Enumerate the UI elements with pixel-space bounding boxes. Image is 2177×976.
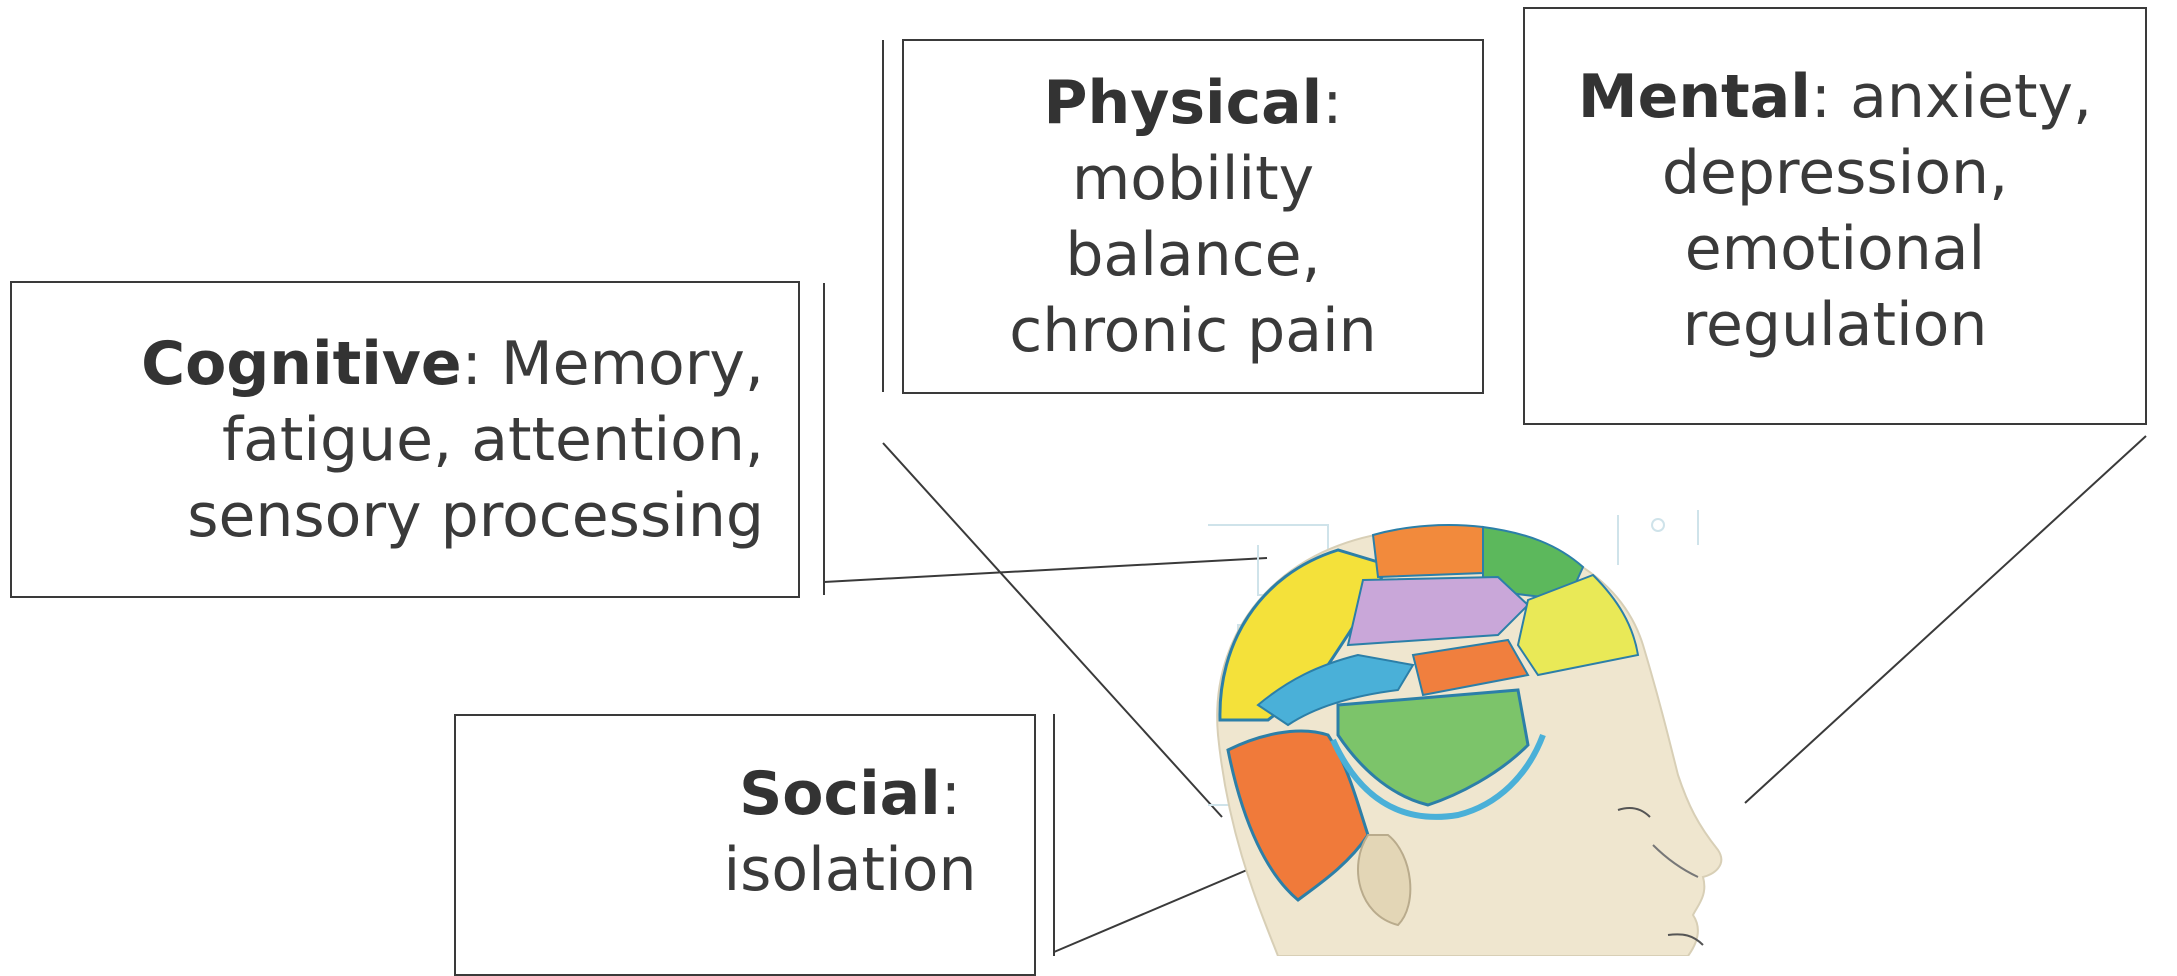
mental-connector-line (1744, 435, 2147, 804)
physical-box: Physical: mobility balance, chronic pain (902, 39, 1484, 394)
physical-line-3: chronic pain (1009, 295, 1377, 366)
cognitive-sep: : Memory, (461, 328, 764, 399)
face-mouth (1667, 933, 1704, 946)
mental-line-2: emotional (1684, 214, 1986, 284)
mental-box: Mental: anxiety, depression, emotional r… (1523, 7, 2147, 425)
social-box: Social: isolation (454, 714, 1036, 976)
physical-title: Physical (1043, 67, 1323, 138)
mental-title: Mental (1577, 62, 1811, 132)
cognitive-connector-line (823, 557, 1268, 583)
physical-connector-line (882, 442, 1223, 818)
region-emotion (1516, 573, 1640, 677)
social-connector-line (1053, 869, 1248, 953)
river-outline (1330, 733, 1546, 820)
region-basic-movements (1482, 525, 1585, 602)
ear-shape (1357, 834, 1412, 927)
region-sensation (1346, 575, 1530, 647)
cognitive-line-2: sensory processing (187, 480, 764, 551)
region-speech (1336, 688, 1530, 807)
face-nose-line (1652, 844, 1699, 878)
physical-sep: : (1322, 67, 1343, 138)
cognitive-box: Cognitive: Memory, fatigue, attention, s… (10, 281, 800, 598)
social-sep: : (940, 759, 961, 829)
physical-line-1: mobility (1071, 143, 1315, 214)
region-behavior (1371, 524, 1484, 579)
mental-sep: : anxiety, (1810, 62, 2093, 132)
brain-head-illustration (1198, 505, 1753, 957)
physical-line-2: balance, (1065, 219, 1321, 290)
mental-line-1: depression, (1661, 138, 2009, 208)
mental-line-3: regulation (1682, 290, 1988, 360)
cognitive-title: Cognitive (141, 328, 462, 399)
face-eye (1617, 807, 1651, 818)
region-learning (1256, 653, 1415, 727)
cognitive-line-1: fatigue, attention, (221, 404, 764, 475)
social-line-1: isolation (723, 835, 977, 905)
social-title: Social (739, 759, 941, 829)
region-skill (1411, 638, 1530, 697)
